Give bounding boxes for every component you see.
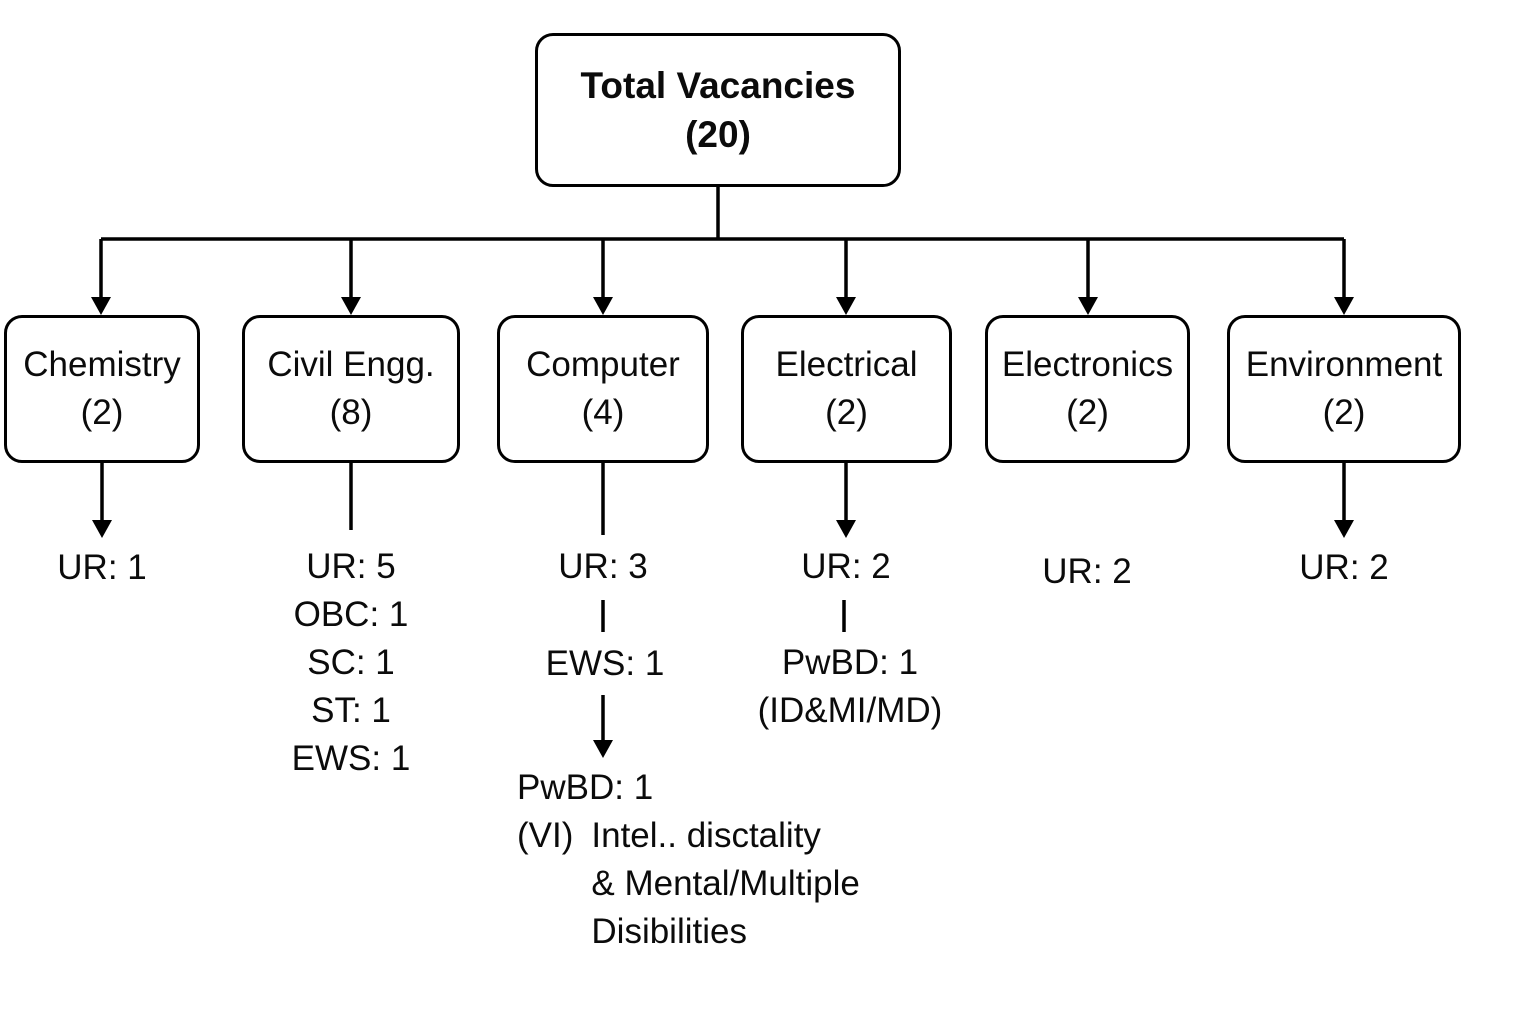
detail-electrical-pwbd-note: (ID&MI/MD) [757,691,943,730]
node-title: Chemistry [23,345,181,384]
node-count: (20) [685,114,751,155]
computer-detail-arrowhead [593,740,613,758]
detail-chemistry-ur: UR: 1 [57,548,147,587]
vi-description-line: & Mental/Multiple [591,864,860,903]
detail-electrical-pwbd-block: PwBD: 1 (ID&MI/MD) [758,639,943,735]
electrical-detail-arrowhead [836,520,856,538]
vi-description-line: Disibilities [591,912,747,951]
detail-computer-vi-row: (VI) Intel.. disctality & Mental/Multipl… [517,812,860,956]
detail-computer-ews: EWS: 1 [545,644,665,683]
detail-line: SC: 1 [307,643,395,682]
drop-arrowhead-computer [593,297,613,315]
detail-computer-pwbd: PwBD: 1 [517,768,654,807]
detail-computer-ur: UR: 3 [558,547,648,586]
detail-environment-ur: UR: 2 [1299,548,1389,587]
chemistry-detail-arrowhead [92,520,112,538]
node-electronics: Electronics (2) [985,315,1190,463]
node-count: (2) [1066,393,1109,432]
node-title: Computer [526,345,680,384]
node-chemistry: Chemistry (2) [4,315,200,463]
detail-line: OBC: 1 [293,595,409,634]
node-title: Environment [1245,345,1443,384]
detail-computer-pwbd-block: PwBD: 1 (VI) Intel.. disctality & Mental… [517,764,860,956]
detail-line: EWS: 1 [291,739,411,778]
node-total-vacancies: Total Vacancies (20) [535,33,901,187]
detail-electrical-ur: UR: 2 [801,547,891,586]
vi-label: (VI) [517,816,574,855]
node-title: Electronics [1001,345,1174,384]
drop-arrowhead-electrical [836,297,856,315]
detail-line: UR: 5 [306,547,396,586]
vi-description-line: Intel.. disctality [591,816,821,855]
detail-electronics-ur: UR: 2 [1042,552,1132,591]
node-title: Electrical [775,345,918,384]
node-civil-engg: Civil Engg. (8) [242,315,460,463]
vi-description: Intel.. disctality & Mental/Multiple Dis… [591,812,859,956]
drop-arrowhead-chemistry [91,297,111,315]
node-count: (2) [825,393,868,432]
detail-electrical-pwbd: PwBD: 1 [781,643,919,682]
detail-civil-breakdown: UR: 5 OBC: 1 SC: 1 ST: 1 EWS: 1 [292,543,411,783]
node-computer: Computer (4) [497,315,709,463]
node-count: (4) [581,393,625,432]
node-title: Civil Engg. [267,345,435,384]
node-count: (8) [329,393,373,432]
environment-detail-arrowhead [1334,520,1354,538]
node-count: (2) [80,393,124,432]
drop-arrowhead-civil [341,297,361,315]
node-electrical: Electrical (2) [741,315,952,463]
node-count: (2) [1322,393,1366,432]
drop-arrowhead-electronics [1078,297,1098,315]
node-environment: Environment (2) [1227,315,1461,463]
detail-line: ST: 1 [311,691,391,730]
drop-arrowhead-environment [1334,297,1354,315]
node-title: Total Vacancies [580,65,856,106]
